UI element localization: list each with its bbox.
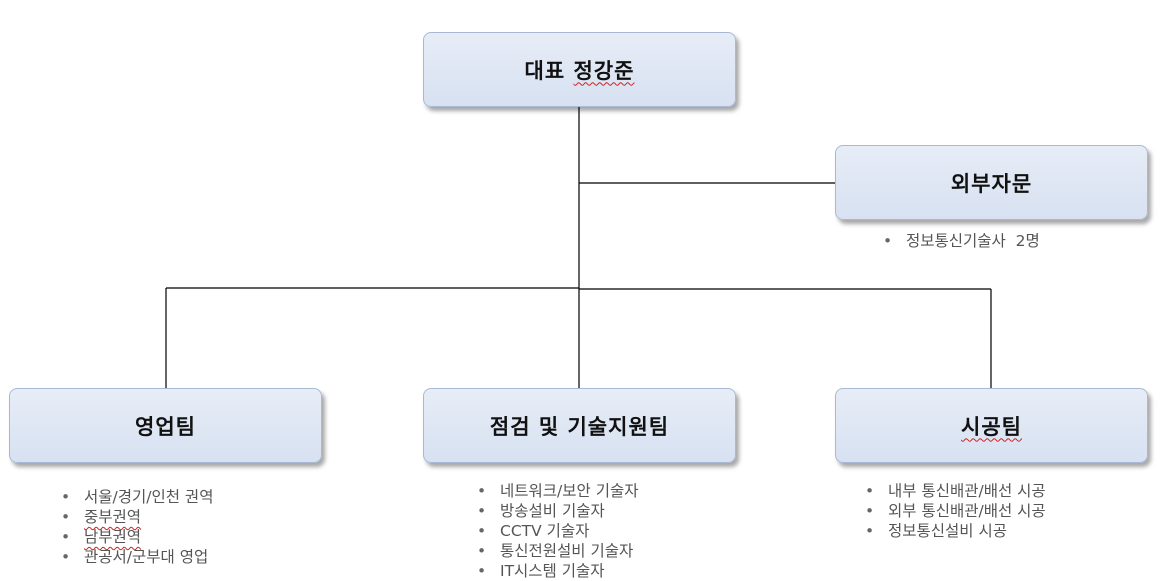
list-item: 외부 통신배관/배선 시공 — [862, 501, 1046, 521]
ceo-title-prefix: 대표 — [524, 58, 574, 83]
advisory-box: 외부자문 — [835, 145, 1148, 220]
ceo-name: 정강준 — [573, 58, 635, 83]
sales-team-box: 영업팀 — [9, 388, 322, 463]
advisory-title: 외부자문 — [950, 171, 1033, 196]
ceo-box: 대표 정강준 — [423, 32, 736, 107]
list-item: IT시스템 기술자 — [474, 561, 639, 581]
inspection-team-list: 네트워크/보안 기술자 방송설비 기술자 CCTV 기술자 통신전원설비 기술자… — [474, 481, 639, 581]
list-item: 정보통신설비 시공 — [862, 521, 1046, 541]
list-item: 서울/경기/인천 권역 — [58, 487, 213, 507]
list-item: 남부권역 — [58, 527, 213, 547]
advisory-list: 정보통신기술사 2명 — [880, 231, 1040, 251]
construction-team-title: 시공팀 — [961, 414, 1022, 439]
list-item: 중부권역 — [58, 507, 213, 527]
inspection-team-box: 점검 및 기술지원팀 — [423, 388, 736, 463]
construction-team-box: 시공팀 — [835, 388, 1148, 463]
list-item-text: 중부권역 — [84, 508, 142, 526]
list-item: 방송설비 기술자 — [474, 501, 639, 521]
sales-team-title: 영업팀 — [135, 414, 196, 439]
list-item: 내부 통신배관/배선 시공 — [862, 481, 1046, 501]
list-item: CCTV 기술자 — [474, 521, 639, 541]
list-item: 관공서/군부대 영업 — [58, 547, 213, 567]
inspection-team-title: 점검 및 기술지원팀 — [489, 414, 670, 439]
sales-team-list: 서울/경기/인천 권역 중부권역 남부권역 관공서/군부대 영업 — [58, 487, 213, 567]
ceo-title: 대표 정강준 — [525, 55, 635, 85]
list-item-text: 남부권역 — [84, 528, 142, 546]
list-item: 통신전원설비 기술자 — [474, 541, 639, 561]
construction-team-list: 내부 통신배관/배선 시공 외부 통신배관/배선 시공 정보통신설비 시공 — [862, 481, 1046, 541]
list-item: 정보통신기술사 2명 — [880, 231, 1040, 251]
list-item: 네트워크/보안 기술자 — [474, 481, 639, 501]
